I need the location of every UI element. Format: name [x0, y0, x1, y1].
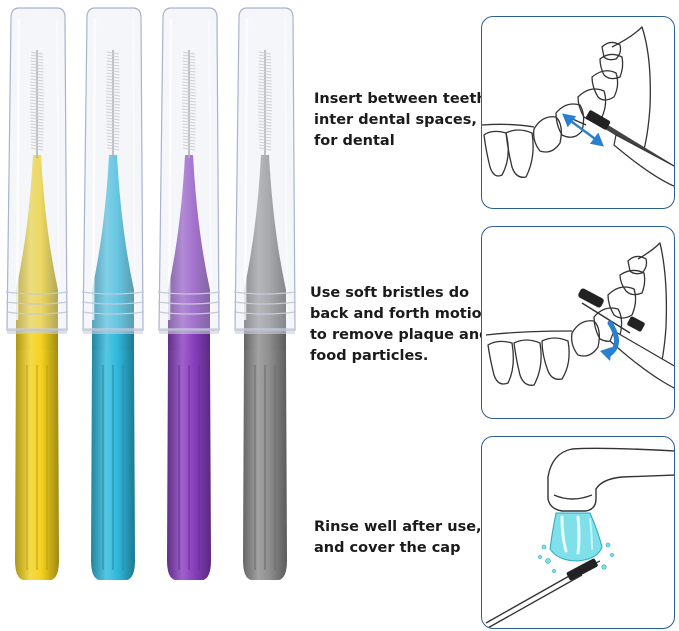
brush-between-teeth-icon — [482, 26, 674, 187]
step-1-line-1: Insert between teeth — [314, 91, 487, 107]
rinse-under-faucet-icon — [485, 447, 674, 628]
step-2-text: Use soft bristles do back and forth moti… — [310, 283, 492, 367]
purple-brush — [157, 7, 221, 580]
step-2-line-1: Use soft bristles do — [310, 285, 470, 301]
step-3-line-1: Rinse well after use, — [314, 519, 482, 535]
step-1-text: Insert between teeth inter dental spaces… — [314, 89, 487, 152]
step-2-panel — [481, 226, 675, 419]
step-3-line-2: and cover the cap — [314, 540, 461, 556]
brush-back-forth-icon — [485, 242, 674, 389]
step-1-line-3: for dental — [314, 133, 395, 149]
cyan-brush — [81, 7, 145, 580]
step-3-panel — [481, 436, 675, 629]
step-2-line-2: back and forth motion — [310, 306, 492, 322]
step-3-text: Rinse well after use, and cover the cap — [314, 517, 482, 559]
step-1-line-2: inter dental spaces, — [314, 112, 477, 128]
yellow-brush — [5, 7, 69, 580]
brushes-illustration — [5, 7, 297, 580]
step-2-line-3: to remove plaque and — [310, 327, 490, 343]
gray-brush — [233, 7, 297, 580]
step-2-line-4: food particles. — [310, 348, 429, 364]
step-1-panel — [481, 16, 675, 209]
